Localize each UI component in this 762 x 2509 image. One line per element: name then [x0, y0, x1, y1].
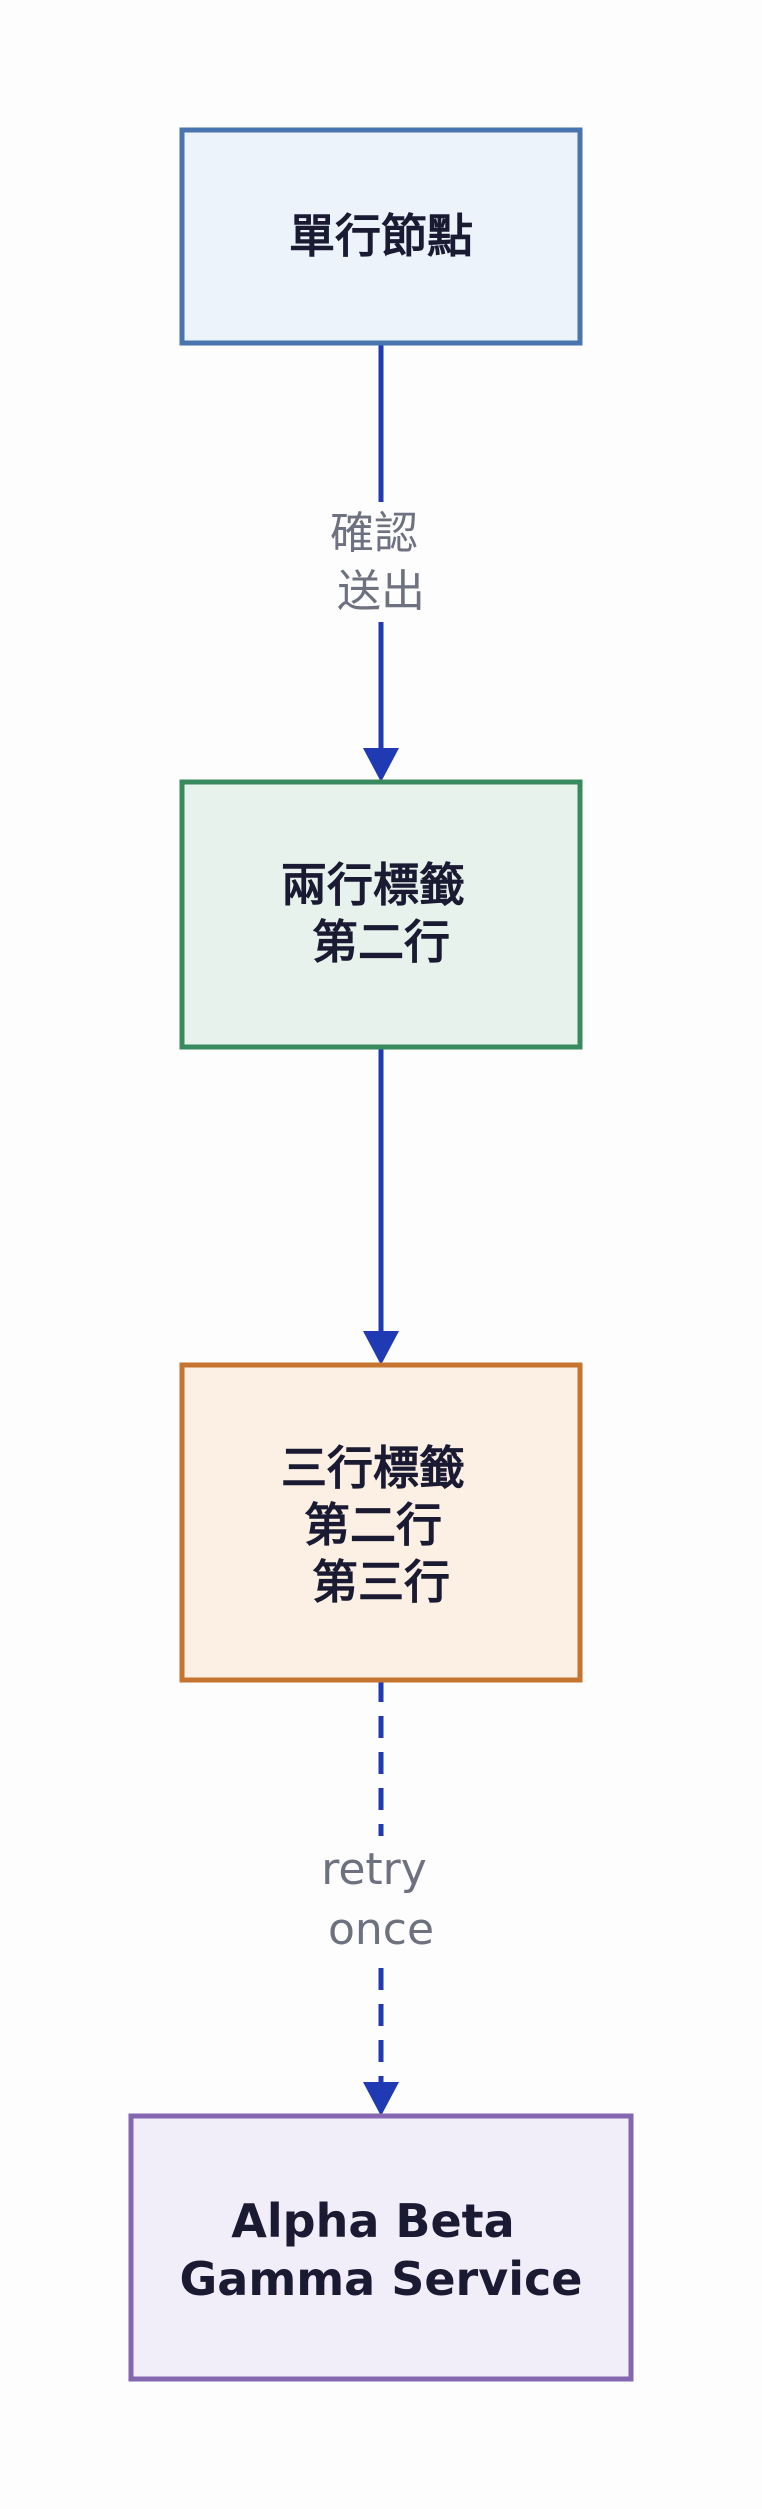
node-two-line[interactable]: 兩行標籤 第二行 [179, 779, 583, 1050]
node-box [179, 779, 583, 1050]
node-label-line-2: 第二行 [304, 1498, 442, 1552]
svg-text:三行標籤 第二行 第三行: 三行標籤 第二行 第三行 [281, 1441, 481, 1609]
node-label-line-1: 兩行標籤 [281, 858, 465, 912]
node-box [179, 1362, 583, 1683]
arrowhead-icon [363, 1331, 399, 1365]
edge-label-line-2: once [328, 1904, 434, 1955]
arrowhead-icon [363, 748, 399, 782]
node-label-line-1: 單行節點 [289, 209, 473, 263]
svg-text:單行節點: 單行節點 [289, 209, 473, 263]
svg-text:兩行標籤 第二行: 兩行標籤 第二行 [281, 858, 481, 969]
edge-label-line-2: 送出 [337, 566, 425, 617]
edge-n3-n4: retry once [311, 1680, 451, 2116]
edge-n1-n2: 確認 送出 [330, 343, 432, 782]
edge-label-line-1: retry [321, 1844, 427, 1895]
node-label-line-2: 第二行 [312, 915, 450, 969]
node-label-line-2: Gamma Service [180, 2252, 583, 2306]
node-box [128, 2113, 634, 2382]
edge-n2-n3 [363, 1047, 399, 1365]
svg-text:Alpha Beta Gamma Service: Alpha Beta Gamma Service [180, 2194, 583, 2306]
node-box [179, 127, 583, 346]
node-label-line-1: Alpha Beta [231, 2194, 514, 2248]
edge-label-bg [311, 1836, 451, 1964]
node-alpha-beta-gamma-service[interactable]: Alpha Beta Gamma Service [128, 2113, 634, 2382]
svg-text:retry once: retry once [321, 1844, 441, 1955]
edge-label-bg [331, 502, 431, 622]
edge-label-line-1: 確認 [330, 508, 418, 559]
node-label-line-1: 三行標籤 [281, 1441, 465, 1495]
node-single-line[interactable]: 單行節點 [179, 127, 583, 346]
node-label-line-3: 第三行 [312, 1555, 450, 1609]
node-three-line[interactable]: 三行標籤 第二行 第三行 [179, 1362, 583, 1683]
svg-text:確認 送出: 確認 送出 [330, 508, 432, 617]
arrowhead-icon [363, 2082, 399, 2116]
